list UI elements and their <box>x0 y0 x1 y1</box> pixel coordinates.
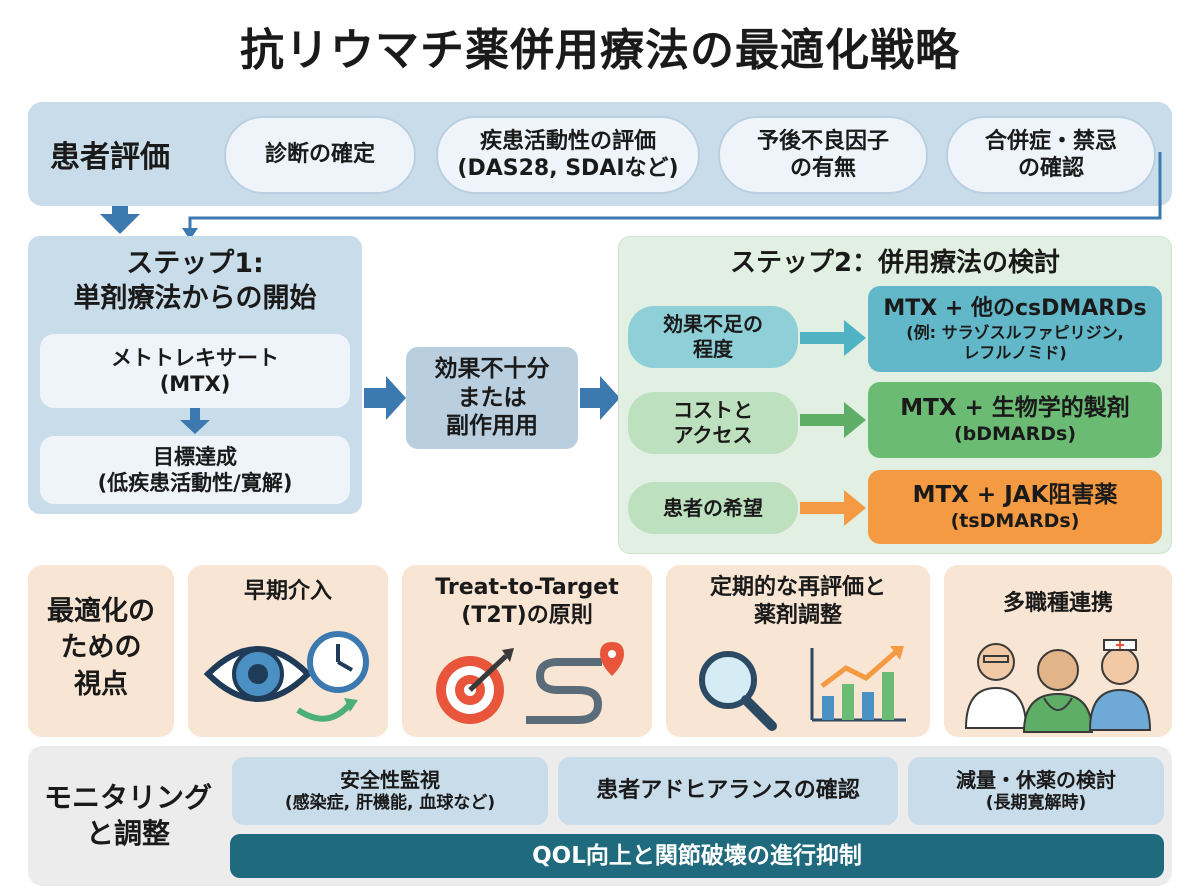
perspectives-label-line3: 視点 <box>74 668 128 700</box>
step1-title-line1: ステップ1: <box>126 248 264 279</box>
factor-text: コストと <box>673 398 753 422</box>
assessment-item-subtext: の確認 <box>1017 156 1084 181</box>
monitor-text: 安全性監視 <box>339 767 440 792</box>
perspective-title-text: Treat-to-Target <box>435 575 619 600</box>
perspective-title-text: 多職種連携 <box>1002 591 1113 616</box>
middle-line3: 副作用用 <box>446 413 538 440</box>
magnifier-chart-icon <box>699 646 906 731</box>
factor-text: 患者の希望 <box>663 495 763 520</box>
perspective-title-text: 早期介入 <box>243 579 332 604</box>
perspectives-label-line2: ための <box>60 632 142 664</box>
assessment-item-subtext: (DAS28, SDAIなど) <box>457 156 679 181</box>
option-title: MTX + JAK阻害薬 <box>912 481 1118 508</box>
mtx-box: メトトレキサート(MTX) <box>40 334 350 408</box>
mtx-label: メトトレキサート <box>111 345 279 370</box>
option-detail: (tsDMARDs) <box>950 509 1080 532</box>
assessment-label: 患者評価 <box>50 140 170 175</box>
medical-team-icon <box>964 639 1152 733</box>
assessment-item-text: 合併症・禁忌 <box>984 128 1117 154</box>
assessment-item-text: 疾患活動性の評価 <box>479 128 656 154</box>
option-title: MTX + 生物学的製剤 <box>900 394 1130 421</box>
assessment-item-text: 予後不良因子 <box>756 128 889 154</box>
target-path-icon <box>436 642 624 724</box>
perspectives-label-line1: 最適化の <box>47 596 155 627</box>
option-detail: (bDMARDs) <box>953 422 1077 445</box>
monitor-adherence: 患者アドヒアランスの確認 <box>558 757 898 825</box>
middle-line1: 効果不十分 <box>434 355 550 382</box>
step2-title: ステップ2：併用療法の検討 <box>729 248 1061 278</box>
page-title: 抗リウマチ薬併用療法の最適化戦略 <box>240 25 960 76</box>
step1-title-line2: 単剤療法からの開始 <box>73 283 317 315</box>
monitor-subtext: (感染症, 肝機能, 血球など) <box>284 792 496 813</box>
option-tsdmards: MTX + JAK阻害薬 (tsDMARDs) <box>868 470 1162 544</box>
assessment-item-prognosis: 予後不良因子の有無 <box>718 116 928 194</box>
option-bdmards: MTX + 生物学的製剤 (bDMARDs) <box>868 382 1162 458</box>
perspective-title-text: 定期的な再評価と <box>709 575 886 600</box>
factor-subtext: 程度 <box>693 337 733 361</box>
monitor-taper: 減量・休薬の検討(長期寛解時) <box>908 757 1164 825</box>
factor-text: 効果不足の <box>663 312 763 336</box>
factor-effect: 効果不足の程度 <box>628 306 798 368</box>
monitor-subtext: (長期寛解時) <box>985 792 1087 813</box>
option-detail: (例: サラゾスルファピリジン, <box>906 322 1124 342</box>
perspectives-label-tile <box>28 565 174 737</box>
perspective-t2t-title: Treat-to-Target (T2T)の原則 <box>402 574 652 629</box>
perspective-title-subtext: 薬剤調整 <box>753 602 842 628</box>
perspective-early-title: 早期介入 <box>188 578 388 606</box>
assessment-item-text: 診断の確定 <box>264 142 375 168</box>
option-detail: レフルノミド) <box>963 342 1067 362</box>
eye-clock-icon <box>203 631 369 722</box>
goal-detail: (低疾患活動性/寛解) <box>97 471 293 495</box>
monitor-text: 患者アドヒアランスの確認 <box>596 778 860 804</box>
assessment-item-subtext: の有無 <box>789 156 856 181</box>
assessment-item-comorbidity: 合併症・禁忌の確認 <box>946 116 1156 194</box>
perspective-title-subtext: (T2T)の原則 <box>461 602 593 628</box>
goal-box: 目標達成(低疾患活動性/寛解) <box>40 436 350 504</box>
assessment-item-activity: 疾患活動性の評価(DAS28, SDAIなど) <box>436 116 700 194</box>
perspective-team-title: 多職種連携 <box>944 590 1172 618</box>
step1-title: ステップ1: 単剤療法からの開始 <box>28 246 362 316</box>
factor-cost: コストとアクセス <box>628 392 798 454</box>
factor-preference: 患者の希望 <box>628 482 798 534</box>
monitoring-label-line2: と調整 <box>85 817 170 851</box>
qol-goal-banner: QOL向上と関節破壊の進行抑制 <box>230 834 1164 878</box>
goal-label: 目標達成 <box>153 444 237 469</box>
assessment-item-diagnosis: 診断の確定 <box>224 116 416 194</box>
insufficient-effect-box: 効果不十分 または 副作用用 <box>406 347 578 449</box>
perspectives-label: 最適化の ための 視点 <box>28 594 174 703</box>
factor-subtext: アクセス <box>673 423 753 447</box>
mtx-abbr: (MTX) <box>159 372 231 396</box>
middle-line2: または <box>457 384 527 411</box>
option-csdmards: MTX + 他のcsDMARDs (例: サラゾスルファピリジン, レフルノミド… <box>868 286 1162 372</box>
option-title: MTX + 他のcsDMARDs <box>883 296 1147 322</box>
monitor-safety: 安全性監視(感染症, 肝機能, 血球など) <box>232 757 548 825</box>
monitoring-label-line1: モニタリング <box>43 781 212 814</box>
perspective-reassess-title: 定期的な再評価と 薬剤調整 <box>666 574 930 629</box>
monitoring-label: モニタリング と調整 <box>30 780 226 853</box>
monitor-text: 減量・休薬の検討 <box>956 767 1116 792</box>
